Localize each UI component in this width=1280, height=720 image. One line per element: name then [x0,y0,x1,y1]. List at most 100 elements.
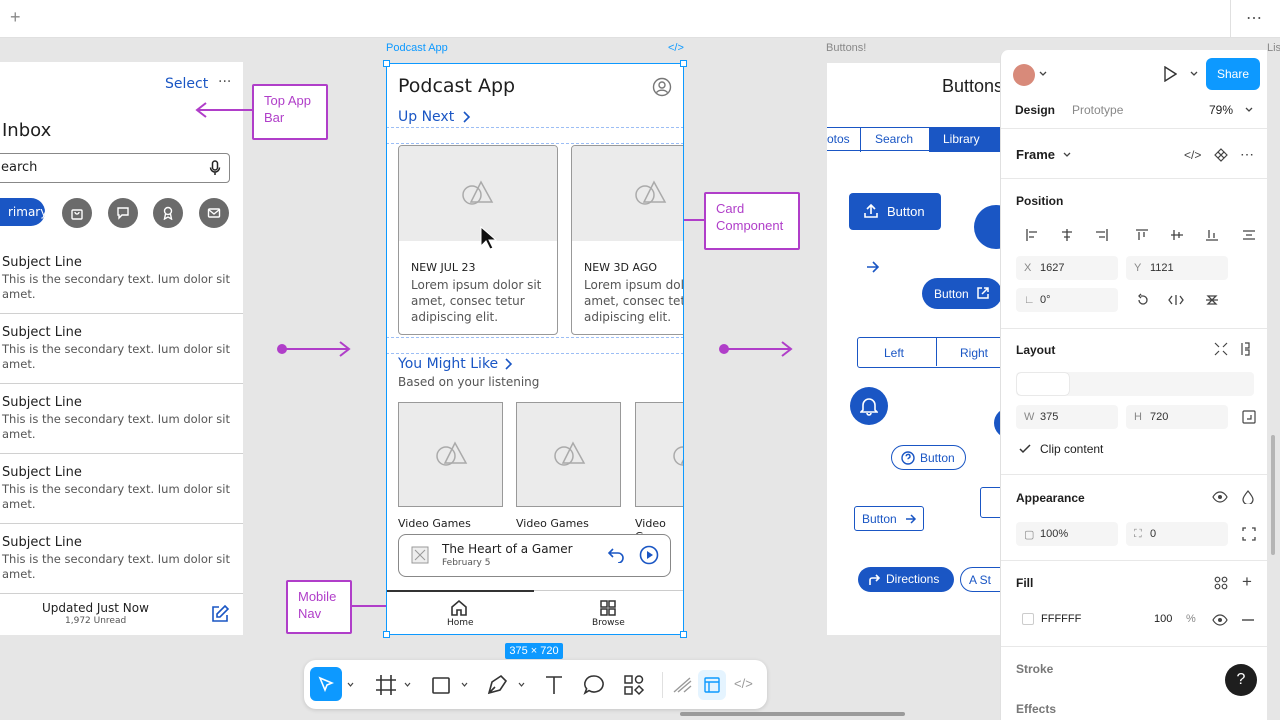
chevron-down-icon[interactable] [1245,106,1253,114]
notification-button[interactable] [850,387,888,425]
annotation-mobile-nav[interactable]: Mobile Nav [286,580,352,634]
code-icon[interactable]: </> [734,676,753,691]
mini-player[interactable]: The Heart of a Gamer February 5 [398,534,671,577]
play-icon[interactable] [1163,66,1177,82]
more-icon[interactable]: ··· [218,74,232,90]
replay-icon[interactable] [607,547,625,563]
tab-search[interactable]: Search [875,132,914,146]
chevron-down-icon[interactable] [404,682,411,688]
resize-icon[interactable] [1242,410,1256,424]
search-input[interactable]: earch [0,153,230,183]
chevron-down-icon[interactable] [1063,151,1071,159]
more-icon[interactable]: ⋯ [1246,10,1263,27]
resize-handle[interactable] [680,60,687,67]
chevron-down-icon[interactable] [1190,70,1198,78]
external-link-button[interactable]: Button [922,278,1000,309]
chevron-down-icon[interactable] [347,682,354,688]
text-tool-icon[interactable] [541,672,567,698]
drop-icon[interactable] [1242,490,1254,504]
assets-tool-icon[interactable] [621,672,647,698]
frame-label-lists[interactable]: Lis [1267,42,1280,54]
chip-mail[interactable] [199,198,229,228]
buttons-frame[interactable]: Buttons otos Search Library Button Butto… [827,63,1000,635]
home-icon[interactable] [450,599,468,617]
annotation-top-app-bar[interactable]: Top App Bar [252,84,328,140]
frame-type[interactable]: Frame [1016,147,1056,162]
resize-handle[interactable] [383,60,390,67]
chip-chat[interactable] [108,198,138,228]
move-tool[interactable] [310,667,342,701]
help-button[interactable]: Button [891,445,966,470]
dev-mode-tool[interactable] [698,670,726,700]
section-you-might-like[interactable]: You Might Like [398,356,499,372]
layout-options-icons[interactable] [1214,342,1254,356]
add-icon[interactable]: + [10,7,21,27]
fill-row[interactable]: FFFFFF 100 % [1016,607,1206,631]
inbox-frame[interactable]: Select ··· Inbox earch rimary Subject Li… [0,62,243,635]
button-partial[interactable] [980,487,1000,518]
grid-icon[interactable] [599,599,617,617]
avatar[interactable] [1013,64,1035,86]
eye-icon[interactable] [1212,491,1228,503]
resize-handle[interactable] [680,631,687,638]
tab-library[interactable]: Library [943,132,980,146]
fill-swatch[interactable] [1022,613,1034,625]
arrow-right-icon[interactable] [866,261,880,273]
opacity-field[interactable]: ▢100% [1016,522,1118,546]
chip-badge[interactable] [153,198,183,228]
profile-icon[interactable] [652,77,672,97]
checkbox-checked-icon[interactable] [1018,442,1032,456]
segment-right[interactable]: Right [960,346,989,360]
transform-icons[interactable] [1136,293,1248,307]
draw-tool-icon[interactable] [670,672,696,698]
comment-tool-icon[interactable] [581,672,607,698]
rotation-field[interactable]: ∟0° [1016,288,1118,312]
mic-icon[interactable] [209,160,221,176]
frame-label-buttons[interactable]: Buttons! [826,42,867,54]
radius-field[interactable]: ⛶0 [1126,522,1228,546]
card[interactable]: NEW JUL 23 Lorem ipsum dolor sit amet, c… [398,145,558,335]
tab-prototype[interactable]: Prototype [1072,103,1124,117]
primary-button[interactable]: Button [849,193,941,230]
zoom-level[interactable]: 79% [1209,103,1234,117]
component-icon[interactable] [1214,148,1228,162]
chevron-down-icon[interactable] [1039,70,1047,78]
tab-photos[interactable]: otos [827,132,850,146]
layout-mode-toggle[interactable] [1016,372,1254,396]
arrow-button[interactable]: Button [854,506,924,531]
share-button[interactable]: Share [1206,58,1260,90]
add-fill-icon[interactable]: + [1242,572,1252,591]
code-icon[interactable]: </> [1184,148,1202,162]
fab-button[interactable] [994,408,1000,438]
alignment-icons[interactable] [1025,228,1263,242]
remove-fill-icon[interactable] [1242,618,1254,622]
podcast-tile[interactable] [398,402,503,507]
button-partial[interactable]: A St [960,567,1000,592]
nav-home-label[interactable]: Home [447,618,474,628]
podcast-tile[interactable] [635,402,684,507]
resize-handle[interactable] [383,631,390,638]
more-icon[interactable]: ⋯ [1240,146,1255,162]
select-button[interactable]: Select [165,76,209,92]
frame-label-podcast[interactable]: Podcast App [386,42,448,54]
fab-button[interactable] [974,205,1000,249]
directions-button[interactable]: Directions [858,567,954,592]
podcast-tile[interactable] [516,402,621,507]
chevron-down-icon[interactable] [461,682,468,688]
chevron-down-icon[interactable] [518,682,525,688]
code-icon[interactable]: </> [668,42,684,54]
rectangle-tool-icon[interactable] [428,672,454,698]
annotation-card-component[interactable]: Card Component [704,192,800,250]
section-up-next[interactable]: Up Next [398,109,455,125]
nav-browse-label[interactable]: Browse [592,618,625,628]
podcast-frame[interactable]: Podcast App Up Next NEW JUL 23 Lorem ips… [386,63,684,635]
chip-primary[interactable]: rimary [0,198,47,226]
canvas-scrollbar[interactable] [680,712,905,716]
panel-scrollbar[interactable] [1271,435,1275,555]
